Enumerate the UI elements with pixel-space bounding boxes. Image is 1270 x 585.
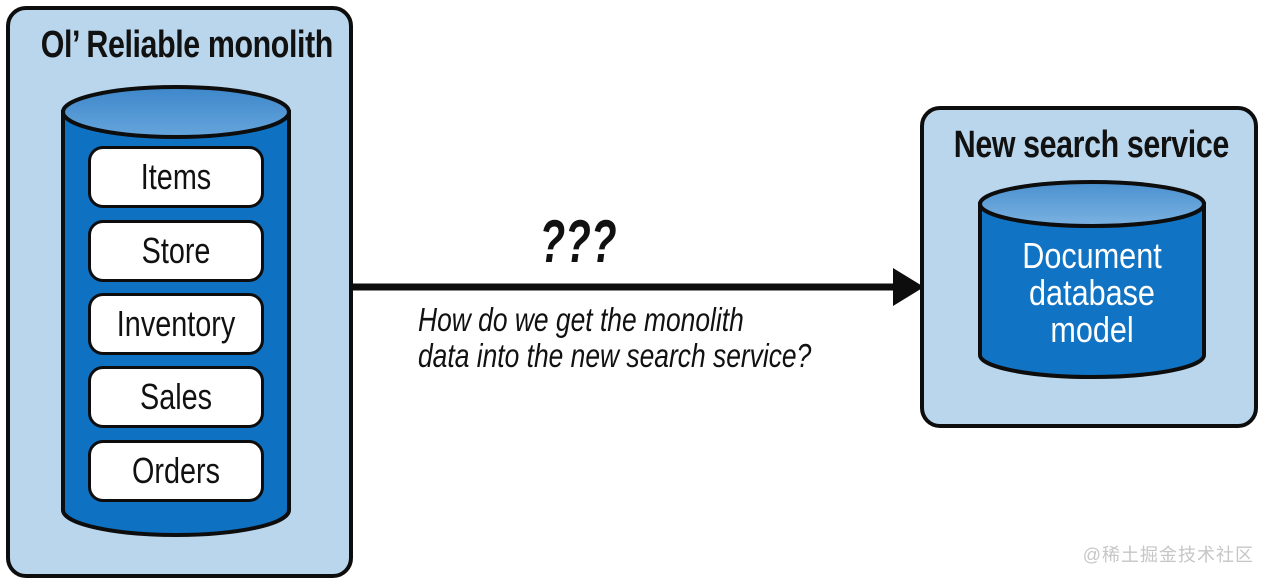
cylinder-top-ellipse [61,85,291,139]
db-label-line1: Document [1022,235,1162,276]
question-text: How do we get the monolith data into the… [418,301,812,374]
question-text-line2: data into the new search service? [418,337,812,374]
module-sales: Sales [88,366,264,428]
module-items: Items [88,146,264,208]
document-db-cylinder [978,180,1206,379]
question-text-line1: How do we get the monolith [418,301,744,338]
module-orders: Orders [88,440,264,502]
module-inventory-label: Inventory [116,303,236,344]
module-store: Store [88,220,264,282]
cylinder-body [978,202,1206,379]
db-label-line3: model [1050,309,1134,350]
migration-arrow [353,268,924,306]
module-items-label: Items [140,156,212,197]
arrowhead-icon [893,268,924,306]
cylinder-top-ellipse [978,180,1206,228]
monolith-title: Ol’ Reliable monolith [40,24,334,66]
module-inventory: Inventory [88,293,264,355]
module-orders-label: Orders [131,450,221,491]
module-sales-label: Sales [139,376,213,417]
question-marks-label: ??? [539,208,617,275]
document-db-label: Document database model [980,237,1204,348]
module-store-label: Store [141,230,211,271]
watermark: @稀土掘金技术社区 [1082,545,1254,565]
search-service-title: New search service [953,124,1229,166]
db-label-line2: database [1029,272,1155,313]
